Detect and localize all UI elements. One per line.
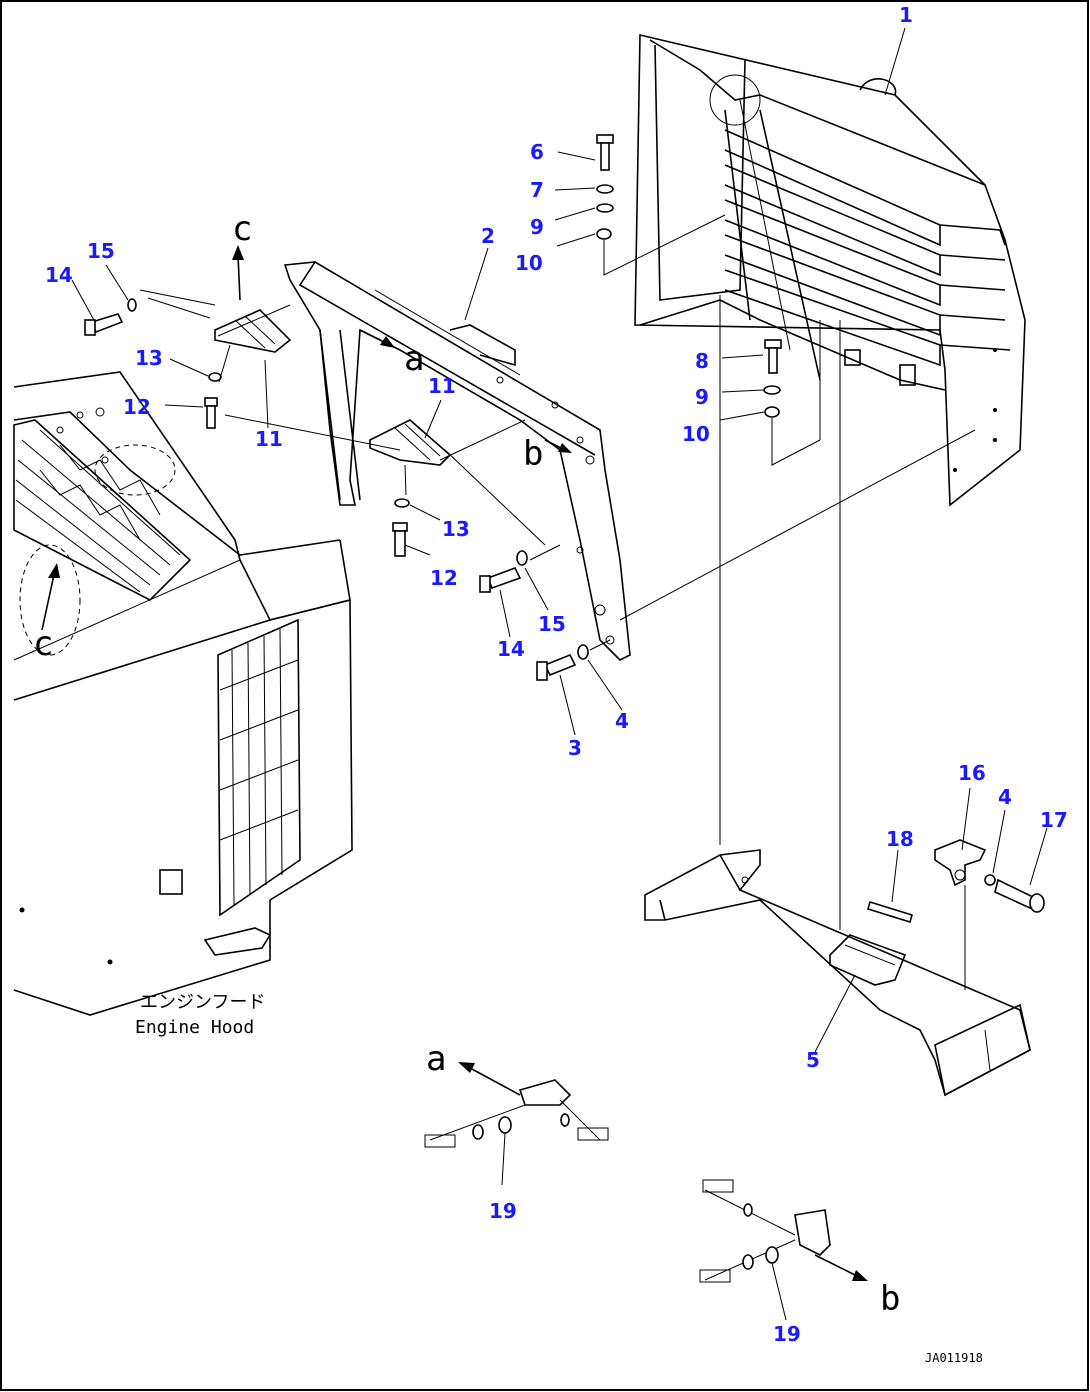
callout-4-lower: 4 <box>998 785 1012 809</box>
washer-4-lower <box>984 874 996 886</box>
callout-13-lower: 13 <box>442 517 470 541</box>
callout-3: 3 <box>568 736 582 760</box>
callout-14-lower: 14 <box>497 637 525 661</box>
bolt-14-lower <box>479 567 522 593</box>
callout-10-mid: 10 <box>682 422 710 446</box>
callout-18: 18 <box>886 827 914 851</box>
bolt-14-upper <box>84 313 124 336</box>
detail-a <box>424 1062 609 1186</box>
callout-14-upper: 14 <box>45 263 73 287</box>
letter-c-hood: c <box>33 624 53 664</box>
hood-top-grille <box>13 419 192 601</box>
hood-side-grille <box>217 618 301 917</box>
bolt-12-lower <box>392 522 408 557</box>
view-letters: c a b c a b <box>33 209 900 1319</box>
detail-b <box>699 1179 868 1321</box>
washer-4-upper <box>577 644 589 660</box>
callout-13-upper: 13 <box>135 346 163 370</box>
washer-15-upper <box>127 298 137 312</box>
hood-label-jp: エンジンフード <box>140 992 265 1013</box>
washer-15-lower <box>516 550 528 566</box>
callout-15-upper: 15 <box>87 239 115 263</box>
letter-a-top: a <box>404 339 424 379</box>
callout-11-lower: 11 <box>428 374 456 398</box>
small-bracket <box>934 839 987 887</box>
washer-7 <box>596 184 614 194</box>
nut-10-top <box>596 228 612 240</box>
callout-17: 17 <box>1040 808 1068 832</box>
hood-label-en: Engine Hood <box>135 1017 254 1038</box>
bolt-8 <box>764 339 782 374</box>
bolt-12-upper <box>204 397 218 429</box>
letter-c-top: c <box>232 209 252 249</box>
callout-15-lower: 15 <box>538 612 566 636</box>
washer-9-top <box>596 203 614 213</box>
engine-hood <box>13 371 353 1016</box>
hinge-upper <box>214 309 292 353</box>
callout-labels: 1 2 3 4 4 5 6 7 8 9 9 10 10 11 11 12 12 … <box>45 3 1068 1346</box>
radiator-grille <box>634 33 1026 507</box>
callout-1: 1 <box>899 3 913 27</box>
callout-leaders <box>71 27 1048 1053</box>
callout-10-top: 10 <box>515 251 543 275</box>
ref-arrow-a-top <box>359 329 395 348</box>
letter-b-top: b <box>523 434 543 474</box>
callout-6: 6 <box>530 140 544 164</box>
callout-4-upper: 4 <box>615 709 629 733</box>
bolt-3 <box>536 653 577 681</box>
assembly-lines <box>139 214 976 990</box>
callout-19-a: 19 <box>489 1199 517 1223</box>
bolt-17 <box>994 878 1045 913</box>
letter-b-detail: b <box>880 1279 900 1319</box>
callout-9-top: 9 <box>530 215 544 239</box>
lower-bracket <box>644 849 1031 1097</box>
ref-arrow-b-top <box>544 439 572 453</box>
callout-7: 7 <box>530 178 544 202</box>
callout-12-upper: 12 <box>123 395 151 419</box>
letter-a-detail: a <box>426 1039 446 1079</box>
callout-8: 8 <box>695 349 709 373</box>
grille-frame <box>283 261 631 661</box>
drawing-code: JA011918 <box>925 1351 983 1365</box>
rubber-strip <box>867 900 913 924</box>
ref-arrow-c-top <box>232 245 244 301</box>
hinge-lower <box>369 419 452 466</box>
nut-10-mid <box>764 406 780 418</box>
callout-5: 5 <box>806 1048 820 1072</box>
bolt-6 <box>596 134 614 171</box>
washer-13-lower <box>394 498 410 508</box>
callout-2: 2 <box>481 224 495 248</box>
callout-12-lower: 12 <box>430 566 458 590</box>
callout-11-upper: 11 <box>255 427 283 451</box>
callout-9-mid: 9 <box>695 385 709 409</box>
callout-16: 16 <box>958 761 986 785</box>
washer-9-mid <box>763 385 781 395</box>
callout-19-b: 19 <box>773 1322 801 1346</box>
